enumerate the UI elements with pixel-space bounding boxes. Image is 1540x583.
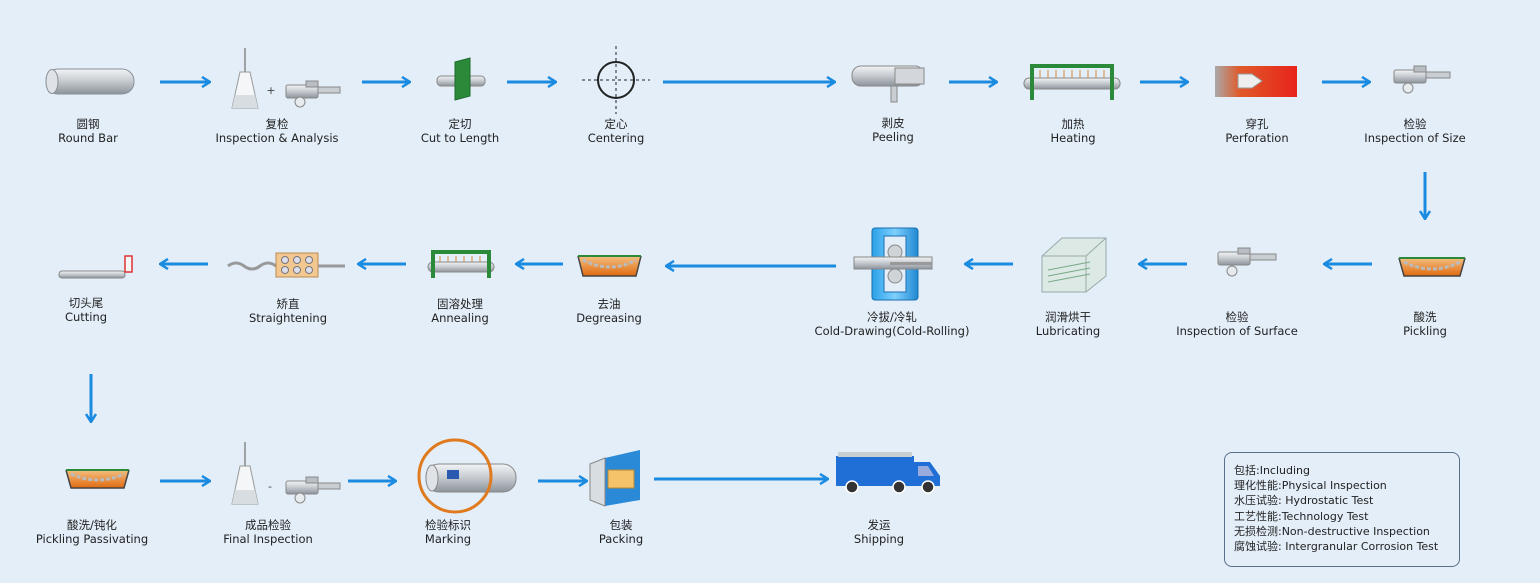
truck-icon <box>836 452 940 494</box>
label-zh: 冷拔/冷轧 <box>867 310 917 324</box>
legend-line: 腐蚀试验: Intergranular Corrosion Test <box>1234 540 1439 554</box>
straightener-icon <box>227 252 345 278</box>
label-en: Lubricating <box>1035 324 1101 338</box>
saw-blade-icon <box>436 57 486 101</box>
label-en: Pickling Passivating <box>35 532 149 546</box>
flask-and-gauge-icon <box>231 48 341 109</box>
label-zh: 穿孔 <box>1245 117 1269 131</box>
label-zh: 固溶处理 <box>436 297 483 311</box>
drying-rack-icon <box>1041 237 1107 293</box>
label-en: Packing <box>598 532 644 546</box>
gauge-icon <box>1393 65 1451 94</box>
label-zh: 加热 <box>1061 117 1085 131</box>
label-zh: 定切 <box>448 117 472 131</box>
label-zh: 成品检验 <box>245 518 291 532</box>
legend-line: 无损检测:Non-destructive Inspection <box>1234 524 1430 538</box>
label-zh: 酸洗 <box>1413 310 1437 324</box>
cut-tube-icon <box>58 255 133 279</box>
label-en: Centering <box>587 131 645 145</box>
peeling-tube-icon <box>851 65 925 103</box>
legend-line: 水压试验: Hydrostatic Test <box>1234 494 1374 508</box>
label-en: Peeling <box>872 130 914 144</box>
label-zh: 矫直 <box>276 297 300 311</box>
pickling-tank-icon <box>1398 257 1466 277</box>
label-en: Final Inspection <box>223 532 313 546</box>
label-en: Straightening <box>248 311 328 325</box>
minus-sign: - <box>268 480 272 493</box>
label-en: Cold-Drawing(Cold-Rolling) <box>814 324 970 338</box>
inspection-legend-box: 包括:Including 理化性能:Physical Inspection 水压… <box>1224 452 1460 567</box>
piercing-icon <box>1215 66 1297 97</box>
furnace-icon <box>1023 64 1121 100</box>
legend-line: 包括:Including <box>1234 464 1310 477</box>
label-en: Marking <box>424 532 472 546</box>
label-en: Inspection of Size <box>1364 131 1466 145</box>
legend-line: 理化性能:Physical Inspection <box>1234 479 1387 493</box>
degreasing-tank-icon <box>577 255 642 277</box>
plus-sign: + <box>266 84 275 97</box>
label-zh: 检验 <box>1403 117 1427 131</box>
label-zh: 润滑烘干 <box>1044 310 1091 324</box>
label-zh: 检验 <box>1225 310 1249 324</box>
label-zh: 发运 <box>867 518 891 532</box>
label-en: Degreasing <box>576 311 642 325</box>
label-zh: 圆钢 <box>76 117 100 131</box>
label-en: Cutting <box>64 310 108 324</box>
annealing-furnace-icon <box>427 250 495 278</box>
gauge-icon <box>1217 247 1277 277</box>
label-zh: 检验标识 <box>424 518 471 532</box>
label-zh: 定心 <box>604 117 628 131</box>
package-bundle-icon <box>589 450 640 507</box>
label-zh: 复检 <box>265 117 289 131</box>
marked-tube-icon <box>417 438 517 514</box>
label-en: Heating <box>1050 131 1096 145</box>
label-zh: 包装 <box>609 518 633 532</box>
label-zh: 去油 <box>597 297 621 311</box>
label-en: Perforation <box>1225 131 1289 145</box>
legend-line: 工艺性能:Technology Test <box>1234 509 1369 523</box>
label-en: Round Bar <box>58 131 118 145</box>
label-en: Shipping <box>853 532 905 546</box>
label-en: Annealing <box>431 311 489 325</box>
label-zh: 切头尾 <box>68 296 104 310</box>
rolling-mill-icon <box>853 227 933 301</box>
flask-and-gauge-icon <box>231 442 341 505</box>
label-en: Inspection of Surface <box>1176 324 1298 338</box>
crosshair-icon <box>582 46 650 114</box>
round-bar-icon <box>45 68 135 95</box>
label-en: Pickling <box>1403 324 1447 338</box>
label-en: Inspection & Analysis <box>215 131 339 145</box>
label-zh: 剥皮 <box>881 116 905 130</box>
label-zh: 酸洗/钝化 <box>67 518 117 532</box>
pickling-tank-icon <box>65 469 130 489</box>
label-en: Cut to Length <box>420 131 500 145</box>
